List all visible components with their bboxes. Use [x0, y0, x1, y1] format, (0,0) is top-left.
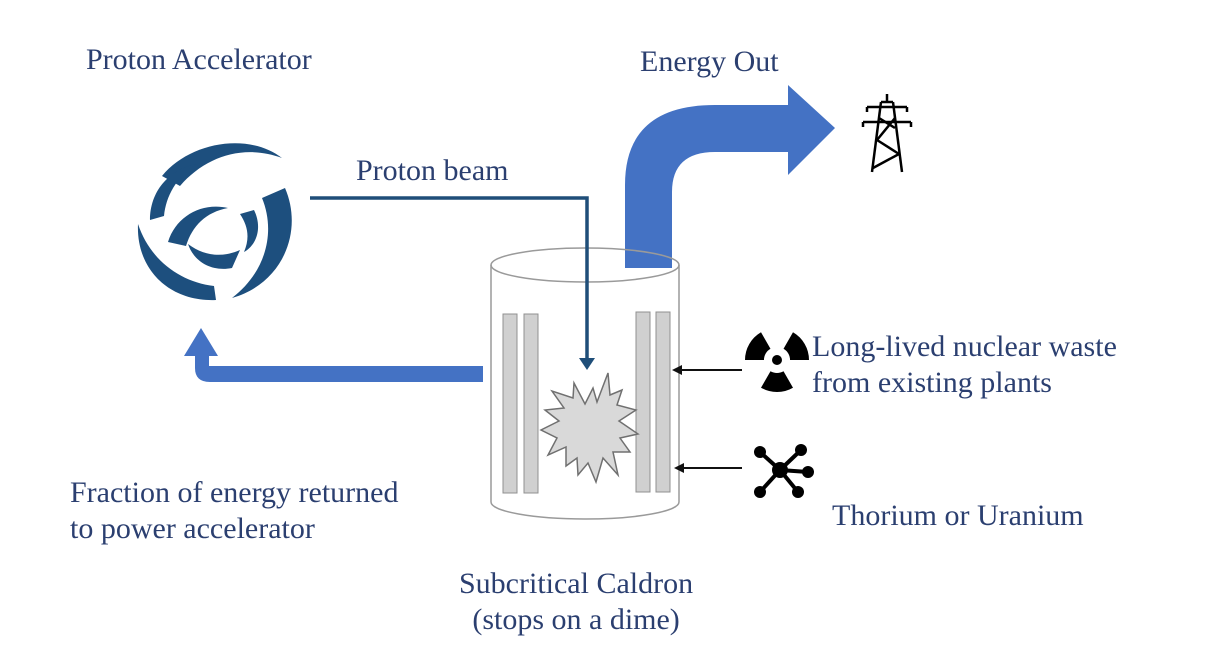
- nuclear-waste-label: Long-lived nuclear waste from existing p…: [812, 330, 1117, 399]
- proton-beam-arrowhead: [579, 358, 595, 370]
- explosion-icon: [539, 372, 640, 485]
- energy-out-arrow: [625, 85, 835, 268]
- power-tower-icon: [861, 94, 913, 173]
- fraction-energy-label: Fraction of energy returned to power acc…: [70, 476, 399, 545]
- input-arrows: [672, 365, 742, 473]
- molecule-icon: [754, 444, 814, 498]
- radiation-icon: [745, 332, 809, 392]
- return-energy-arrow: [184, 328, 483, 382]
- caldron-vessel: [490, 247, 680, 520]
- accelerator-swirl-icon: [137, 143, 292, 301]
- fuel-rods: [502, 311, 671, 494]
- thorium-uranium-label: Thorium or Uranium: [832, 499, 1084, 532]
- caldron-label: Subcritical Caldron (stops on a dime): [459, 567, 694, 636]
- proton-beam-line: [310, 196, 589, 360]
- energy-out-label: Energy Out: [640, 45, 779, 78]
- proton-beam-label: Proton beam: [356, 154, 509, 187]
- proton-accelerator-label: Proton Accelerator: [86, 43, 312, 76]
